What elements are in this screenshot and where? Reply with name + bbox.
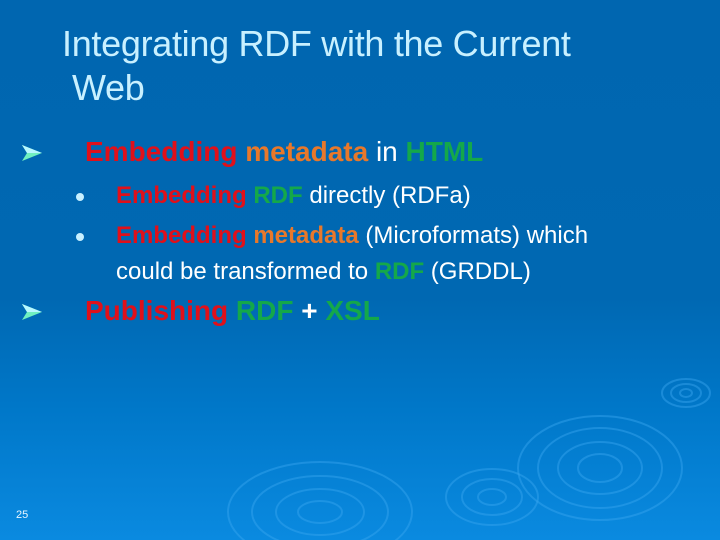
bullet-text: Publishing (85, 295, 229, 326)
page-number: 25 (16, 509, 29, 521)
bullet-text: could be transformed to (116, 258, 375, 285)
bullet-text: XSL (317, 295, 380, 326)
bullet-text: + (293, 295, 318, 326)
bullet-text: (GRDDL) (424, 258, 531, 285)
bullet-text: directly (RDFa) (302, 182, 471, 209)
bullet-text: metadata (237, 136, 369, 167)
bullet-text: HTML (397, 136, 484, 167)
bullet-text: (Microformats) which (358, 222, 589, 249)
bullet-text: RDF (228, 295, 294, 326)
arrow-bullet-icon (22, 145, 42, 161)
bullet-text: Embedding (116, 182, 247, 209)
slide-title-line1: Integrating RDF with the Current (62, 23, 571, 64)
bullet-text: Embedding (116, 222, 247, 249)
bullet-text: metadata (246, 222, 359, 249)
slide-title-line2: Web (72, 67, 145, 108)
dot-bullet-icon (76, 193, 84, 201)
dot-bullet-icon (76, 233, 84, 241)
bullet-text: RDF (246, 182, 303, 209)
bullet-text: Embedding (85, 136, 238, 167)
bullet-text: in (368, 136, 398, 167)
slide-title: Integrating RDF with the Current Web (62, 22, 682, 110)
arrow-bullet-icon (22, 304, 42, 320)
bullet-text: RDF (374, 258, 425, 285)
